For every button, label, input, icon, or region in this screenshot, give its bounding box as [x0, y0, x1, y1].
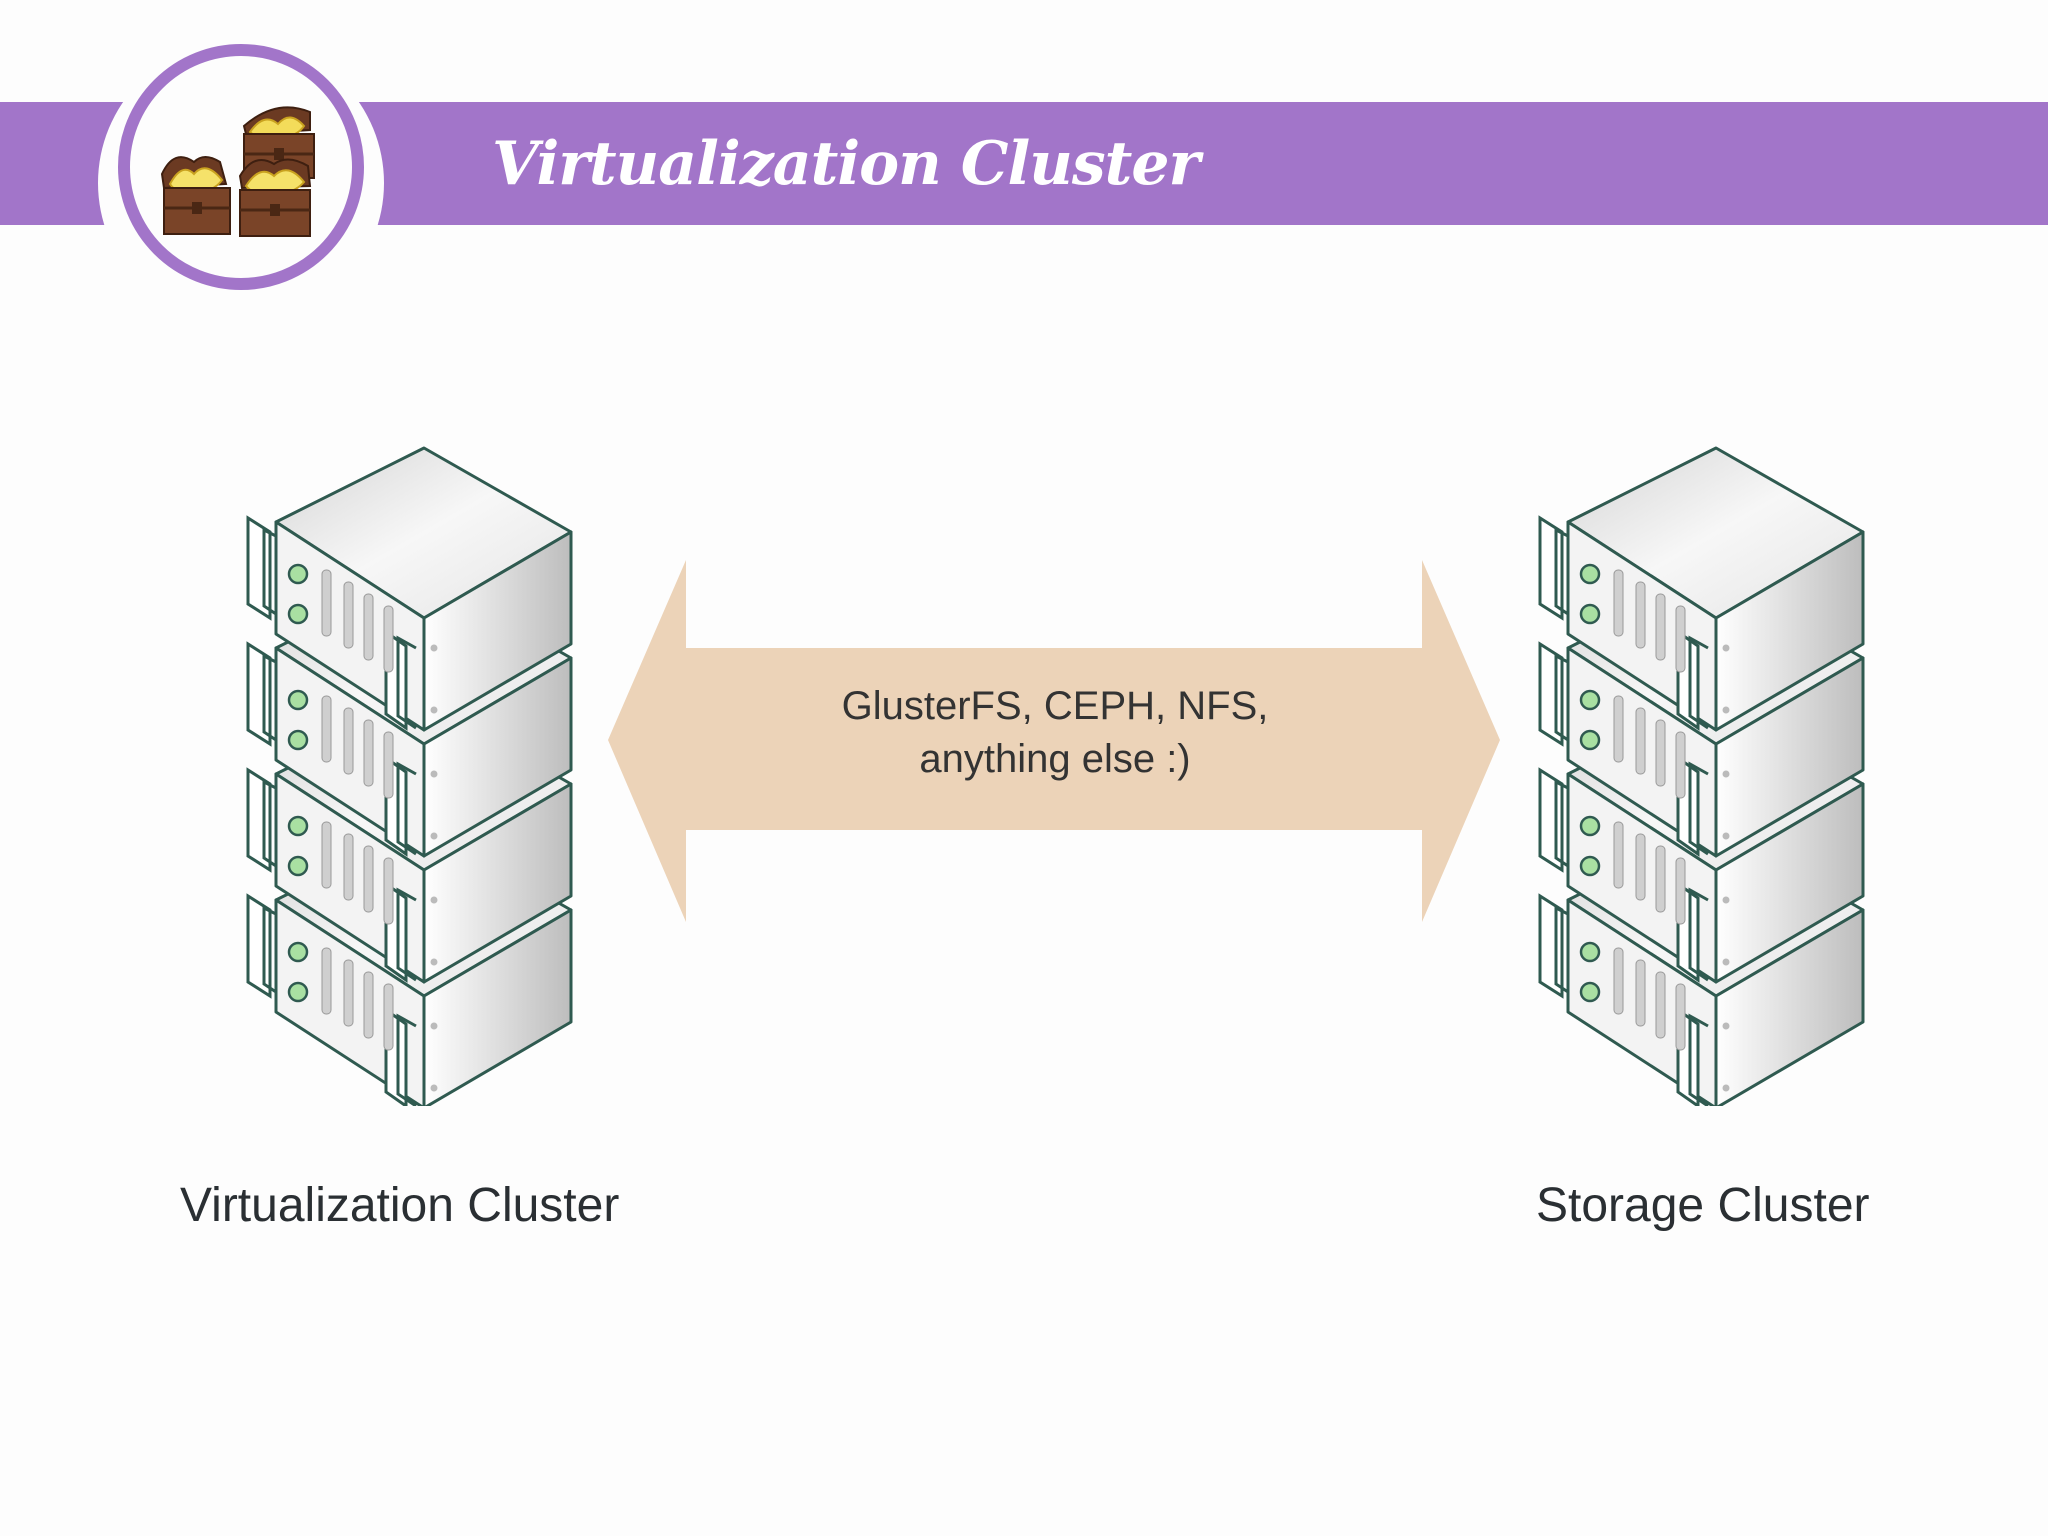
logo — [118, 44, 364, 290]
server-rack-icon — [246, 446, 573, 1110]
arrow-label-line-2: anything else :) — [919, 737, 1191, 781]
server-unit — [246, 446, 573, 732]
virtualization-cluster-stack — [246, 446, 586, 1110]
arrow-label-line-1: GlusterFS, CEPH, NFS, — [841, 684, 1269, 728]
storage-cluster-stack — [1538, 446, 1878, 1110]
server-unit — [1538, 446, 1865, 732]
arrow-label: GlusterFS, CEPH, NFS, anything else :) — [740, 680, 1370, 786]
double-arrow — [608, 560, 1500, 927]
server-rack-icon — [1538, 446, 1865, 1110]
double-arrow-shape — [608, 560, 1500, 922]
slide-title: Virtualization Cluster — [492, 129, 1200, 199]
treasure-chests-icon — [160, 106, 315, 237]
virtualization-cluster-label: Virtualization Cluster — [180, 1179, 620, 1232]
storage-cluster-label: Storage Cluster — [1536, 1179, 1870, 1232]
